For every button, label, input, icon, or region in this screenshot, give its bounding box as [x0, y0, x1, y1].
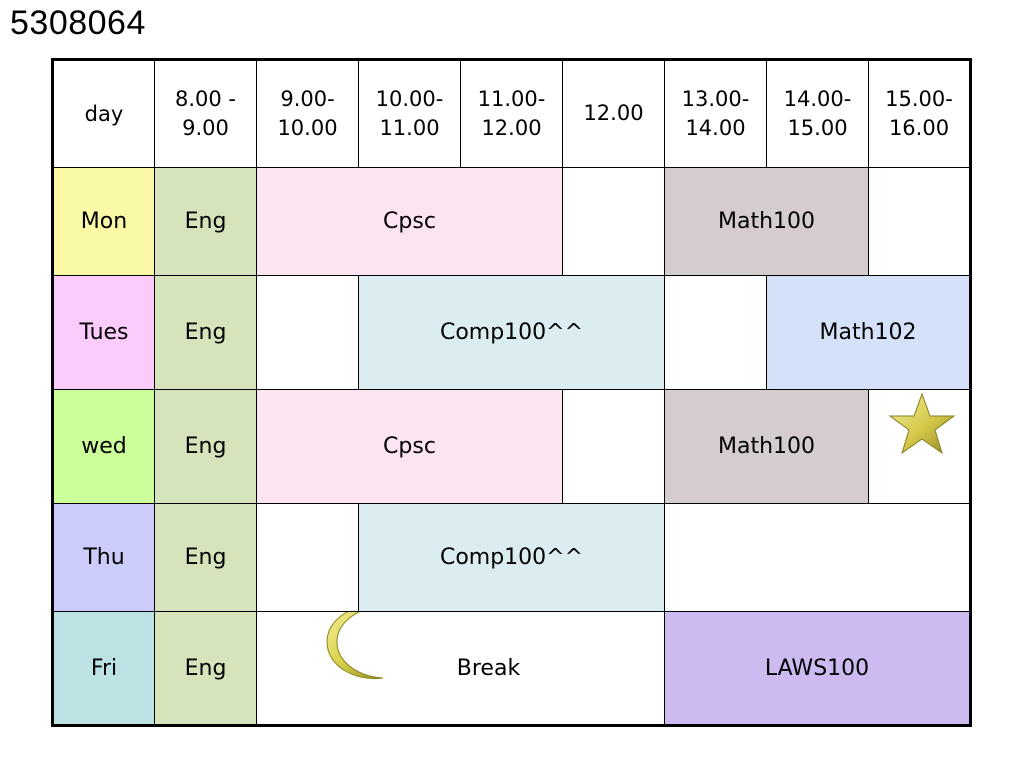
class-comp100-thu: Comp100^^: [358, 503, 665, 612]
crescent-moon-icon: [326, 612, 384, 680]
empty-cell: [562, 167, 665, 276]
empty-cell: [256, 275, 359, 390]
empty-cell: [868, 167, 971, 276]
day-thu: Thu: [52, 503, 155, 612]
day-wed: wed: [52, 389, 155, 504]
row-tue: Tues Eng Comp100^^ Math102: [52, 275, 971, 390]
class-math102-tue: Math102: [766, 275, 971, 390]
header-slot-8: 8.00 -9.00: [154, 59, 257, 168]
header-slot-9: 9.00-10.00: [256, 59, 359, 168]
slide-id: 5308064: [10, 4, 146, 42]
class-cpsc-wed: Cpsc: [256, 389, 563, 504]
day-mon: Mon: [52, 167, 155, 276]
class-eng-tue: Eng: [154, 275, 257, 390]
header-slot-15: 15.00-16.00: [868, 59, 971, 168]
header-slot-13: 13.00-14.00: [664, 59, 767, 168]
row-mon: Mon Eng Cpsc Math100: [52, 167, 971, 276]
class-eng-fri: Eng: [154, 611, 257, 726]
star-cell: [868, 389, 971, 504]
row-fri: Fri Eng Break LAWS100: [52, 611, 971, 726]
day-fri: Fri: [52, 611, 155, 726]
class-comp100-tue: Comp100^^: [358, 275, 665, 390]
header-slot-10: 10.00-11.00: [358, 59, 461, 168]
empty-cell: [664, 275, 767, 390]
break-label: Break: [456, 655, 521, 681]
class-laws100-fri: LAWS100: [664, 611, 971, 726]
class-eng-wed: Eng: [154, 389, 257, 504]
empty-cell: [562, 389, 665, 504]
class-eng-thu: Eng: [154, 503, 257, 612]
class-eng-mon: Eng: [154, 167, 257, 276]
row-thu: Thu Eng Comp100^^: [52, 503, 971, 612]
empty-cell: [664, 503, 971, 612]
day-tue: Tues: [52, 275, 155, 390]
break-cell: Break: [256, 611, 665, 726]
row-wed: wed Eng Cpsc Math100: [52, 389, 971, 504]
star-icon: [888, 392, 956, 455]
header-slot-11: 11.00-12.00: [460, 59, 563, 168]
header-day: day: [52, 59, 155, 168]
timetable: day 8.00 -9.00 9.00-10.00 10.00-11.00 11…: [51, 58, 972, 727]
header-slot-12: 12.00: [562, 59, 665, 168]
class-math100-mon: Math100: [664, 167, 869, 276]
header-slot-14: 14.00-15.00: [766, 59, 869, 168]
header-row: day 8.00 -9.00 9.00-10.00 10.00-11.00 11…: [52, 59, 971, 168]
class-math100-wed: Math100: [664, 389, 869, 504]
empty-cell: [256, 503, 359, 612]
class-cpsc-mon: Cpsc: [256, 167, 563, 276]
